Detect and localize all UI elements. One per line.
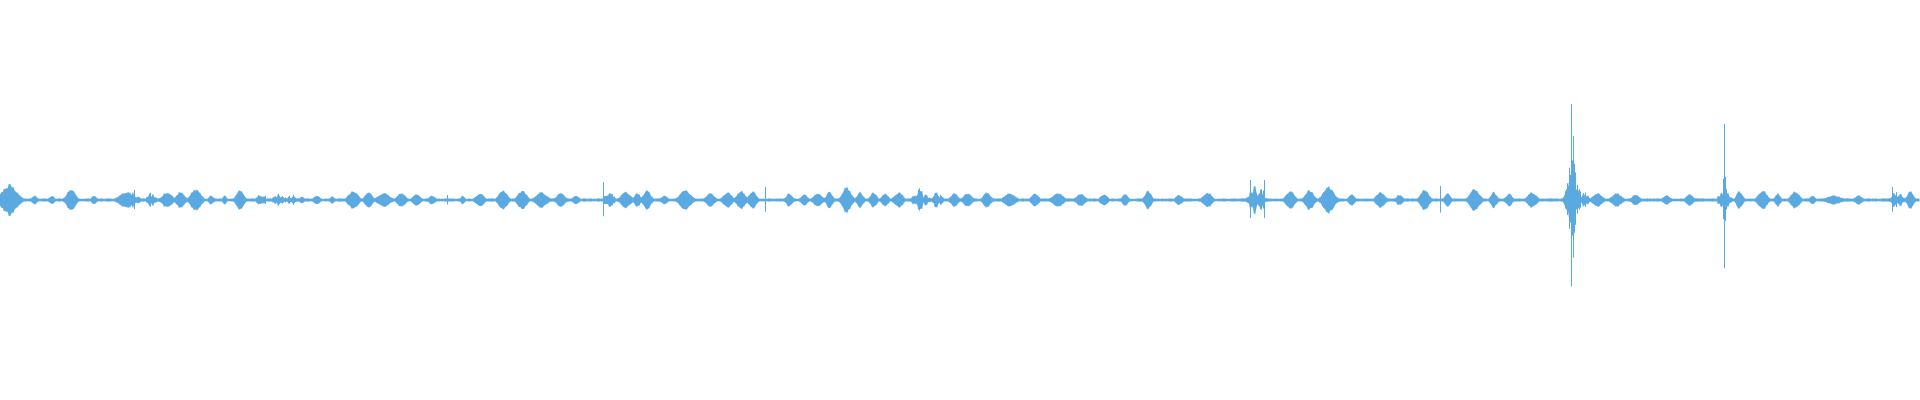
waveform-envelope <box>0 182 1920 218</box>
waveform-transients <box>134 104 1903 287</box>
